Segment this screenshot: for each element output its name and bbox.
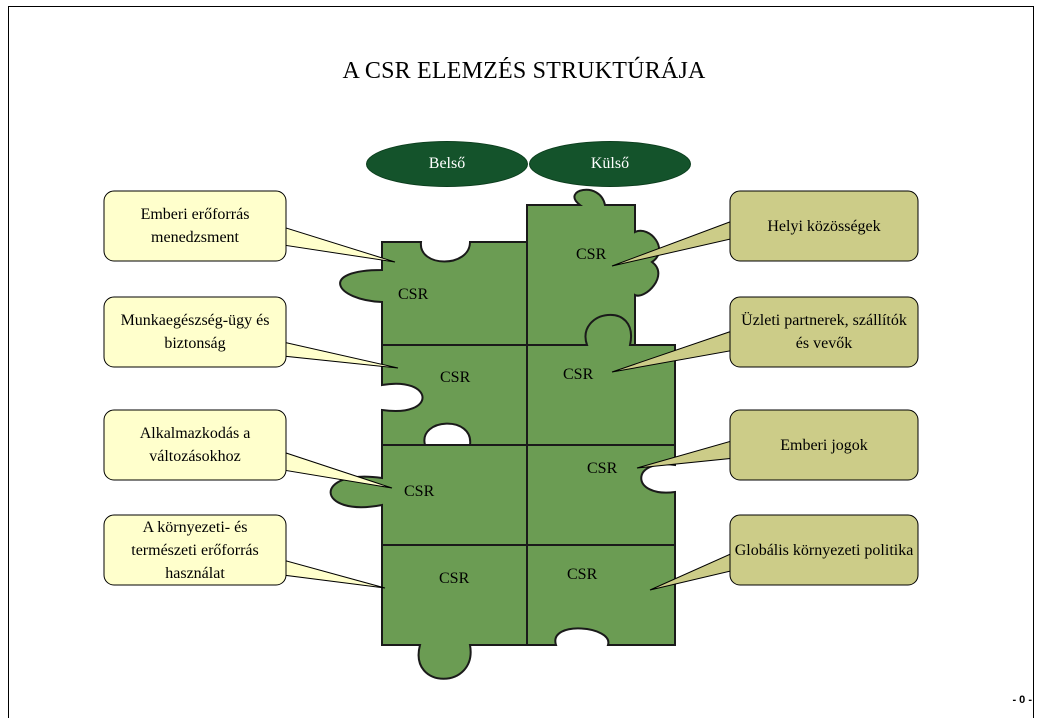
callout-text-right-3: Emberi jogok	[780, 436, 868, 454]
puzzle-piece-left-2	[381, 344, 528, 446]
diagram-title: A CSR ELEMZÉS STRUKTÚRÁJA	[342, 58, 706, 84]
puzzle-piece-right-4	[526, 544, 676, 646]
callout-text-right-1: Helyi közösségek	[767, 217, 881, 235]
csr-label-right-3: CSR	[587, 460, 618, 477]
callout-box-left-1	[103, 190, 287, 262]
slide-frame	[8, 6, 1034, 718]
external-header-oval: Külső	[529, 141, 691, 187]
page-number: - 0 -	[1012, 694, 1032, 706]
callout-text-left-2: Munkaegészség-ügy és biztonság	[120, 312, 270, 352]
external-header-label: Külső	[590, 155, 630, 172]
callout-text-right-2: Üzleti partnerek, szállítók és vevők	[741, 312, 907, 352]
puzzle-piece-right-1	[526, 188, 660, 346]
puzzle-piece-right-2	[526, 313, 676, 446]
csr-label-right-1: CSR	[576, 246, 607, 263]
callout-box-right-4	[729, 514, 919, 586]
csr-label-right-4: CSR	[567, 566, 598, 583]
csr-label-left-4: CSR	[439, 570, 470, 587]
callout-pointer-left-4	[282, 559, 386, 589]
callout-text-left-1: Emberi erőforrás menedzsment	[140, 206, 250, 246]
callout-text-left-4: A környezeti- és természeti erőforrás ha…	[131, 518, 259, 582]
csr-label-left-3: CSR	[404, 483, 435, 500]
puzzle-piece-left-4	[381, 544, 528, 680]
callout-pointer-left-2	[282, 341, 399, 369]
internal-header-oval: Belső	[366, 141, 528, 187]
csr-label-left-1: CSR	[398, 286, 429, 303]
puzzle-piece-left-3	[329, 444, 528, 546]
csr-label-right-2: CSR	[563, 366, 594, 383]
puzzle-piece-right-3	[526, 444, 676, 546]
callout-box-left-4	[103, 514, 287, 586]
callout-pointer-left-1	[282, 226, 396, 263]
callout-text-left-3: Alkalmazkodás a változásokhoz	[139, 425, 251, 465]
callout-box-right-2	[729, 296, 919, 368]
callout-box-left-3	[103, 409, 287, 481]
internal-header-label: Belső	[428, 155, 466, 172]
callout-box-left-2	[103, 296, 287, 368]
callout-box-right-1	[729, 190, 919, 262]
callout-text-right-4: Globális környezeti politika	[734, 541, 914, 559]
callout-box-right-3	[729, 409, 919, 481]
csr-label-left-2: CSR	[440, 369, 471, 386]
